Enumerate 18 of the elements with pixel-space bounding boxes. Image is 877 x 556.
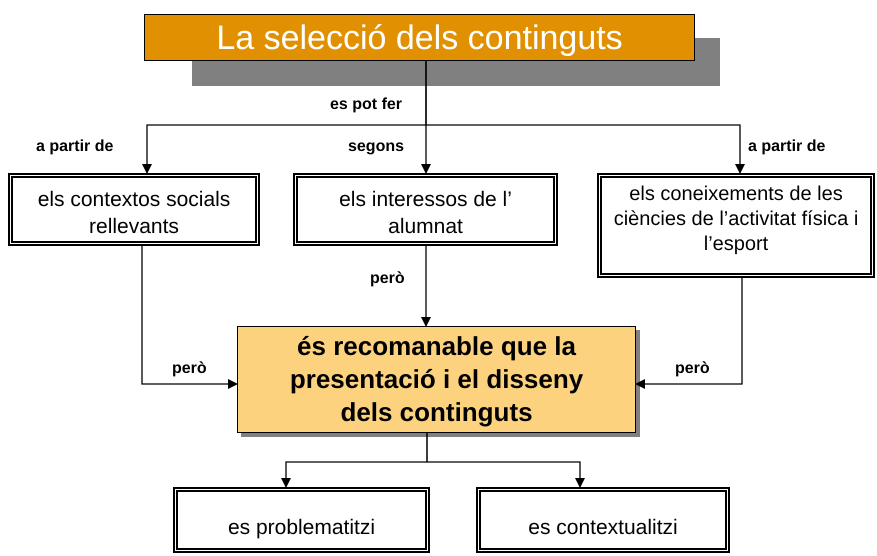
arrow	[426, 433, 585, 488]
arrow	[425, 61, 745, 174]
concept-box: es contextualitzi	[476, 487, 730, 553]
edge-label: però	[368, 270, 407, 288]
arrow	[421, 246, 431, 327]
edge-label: però	[170, 360, 209, 378]
concept-box: els interessos de l’ alumnat	[293, 173, 558, 246]
central-box: és recomanable que la presentació i el disseny dels continguts	[237, 326, 636, 433]
arrow	[141, 246, 238, 389]
concept-box: els coneixements de les ciències de l’activitat física i l’esport	[597, 173, 875, 278]
title-box: La selecció dels continguts	[144, 14, 695, 61]
arrow	[635, 278, 743, 389]
label-text: es pot fer	[328, 96, 404, 114]
edge-label: a partir de	[34, 138, 116, 156]
concept-box: es problematitzi	[173, 487, 430, 553]
concept-box: els contextos socials rellevants	[8, 173, 260, 246]
edge-label: a partir de	[746, 138, 828, 156]
edge-label: però	[673, 360, 712, 378]
